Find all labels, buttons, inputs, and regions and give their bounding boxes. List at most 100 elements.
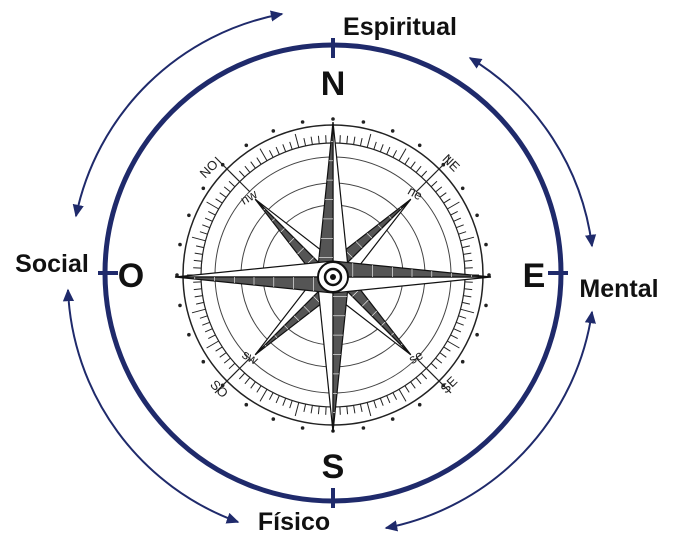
dimension-left: Social	[15, 250, 89, 278]
dial-tick	[269, 150, 273, 157]
dial-dot	[178, 304, 182, 308]
dial-tick	[205, 218, 212, 221]
dial-tick	[194, 289, 202, 290]
rose-point-n	[317, 122, 349, 277]
dial-tick	[463, 296, 471, 297]
dial-dot	[331, 117, 335, 121]
dial-dot	[202, 360, 206, 364]
dial-dot	[202, 187, 206, 191]
dial-tick	[447, 341, 459, 348]
dial-tick	[192, 237, 206, 241]
dial-tick	[257, 386, 261, 393]
label-nw-outer: NO	[197, 157, 221, 181]
dial-tick	[462, 302, 470, 304]
dial-tick	[440, 193, 447, 198]
label-ne-outer: NE	[439, 151, 463, 175]
dial-dot	[461, 187, 465, 191]
dial-tick	[311, 137, 312, 145]
dial-tick	[411, 162, 416, 169]
dial-tick	[456, 225, 464, 228]
label-nw-inner: nw	[238, 186, 260, 208]
dial-tick	[444, 347, 451, 351]
dial-dot	[272, 129, 276, 133]
dimension-bottom: Físico	[258, 508, 330, 536]
arrow-bottom-left	[68, 290, 238, 522]
dial-tick	[461, 309, 475, 313]
dial-tick	[444, 199, 451, 203]
dial-tick	[464, 289, 472, 290]
dial-tick	[347, 136, 348, 144]
dial-tick	[202, 225, 210, 228]
dial-tick	[295, 134, 299, 148]
cardinal-south: S	[322, 448, 345, 486]
dial-tick	[447, 202, 459, 209]
dial-dot	[301, 120, 305, 124]
dial-dot	[461, 360, 465, 364]
dimension-right: Mental	[579, 275, 658, 303]
dial-dot	[245, 144, 249, 148]
dial-tick	[456, 322, 464, 325]
dial-tick	[347, 406, 348, 414]
dial-dot	[391, 129, 395, 133]
dial-tick	[251, 382, 256, 389]
dial-tick	[393, 393, 397, 400]
dial-tick	[374, 401, 377, 409]
dial-tick	[295, 403, 299, 417]
dial-tick	[354, 405, 355, 413]
rose-point-s	[317, 277, 349, 432]
dial-tick	[194, 260, 202, 261]
dial-tick	[283, 398, 286, 406]
dial-dot	[272, 417, 276, 421]
dial-tick	[451, 335, 458, 339]
dial-tick	[192, 309, 206, 313]
dial-tick	[462, 246, 470, 248]
cardinal-west: O	[118, 257, 144, 295]
dial-tick	[454, 329, 461, 332]
dial-tick	[360, 138, 362, 146]
dial-dot	[187, 214, 191, 218]
dial-tick	[269, 393, 273, 400]
dial-tick	[393, 150, 397, 157]
dial-tick	[451, 211, 458, 215]
dial-tick	[459, 232, 467, 235]
rose-hub-center	[330, 274, 336, 280]
dial-dot	[475, 214, 479, 218]
label-se-outer: SE	[437, 373, 460, 396]
dial-tick	[318, 406, 319, 414]
dial-dot	[301, 426, 305, 430]
dial-tick	[421, 171, 426, 177]
dial-tick	[454, 218, 461, 221]
arrow-top-left	[76, 14, 282, 216]
dial-tick	[208, 335, 215, 339]
dial-tick	[260, 149, 267, 161]
dial-tick	[380, 398, 383, 406]
dial-tick	[220, 353, 227, 358]
dial-dot	[475, 333, 479, 337]
dimension-top: Espiritual	[343, 13, 457, 41]
dial-tick	[405, 158, 409, 165]
dial-tick	[354, 137, 355, 145]
dial-tick	[436, 358, 442, 363]
dial-dot	[391, 417, 395, 421]
dial-tick	[220, 193, 227, 198]
arrow-top-right	[470, 58, 592, 246]
dial-tick	[399, 389, 406, 401]
dial-tick	[200, 232, 208, 235]
dial-tick	[416, 378, 421, 384]
dial-tick	[200, 316, 208, 319]
dial-tick	[387, 147, 390, 154]
dial-tick	[360, 404, 362, 412]
dial-tick	[387, 396, 390, 403]
dial-tick	[290, 401, 293, 409]
dial-tick	[195, 253, 203, 254]
dial-tick	[239, 171, 244, 177]
dial-tick	[459, 316, 467, 319]
dial-dot	[418, 403, 422, 407]
dial-tick	[216, 347, 223, 351]
dial-tick	[367, 403, 371, 417]
dial-tick	[304, 404, 306, 412]
dial-tick	[196, 246, 204, 248]
dial-tick	[374, 142, 377, 150]
dial-tick	[257, 158, 261, 165]
dial-tick	[290, 142, 293, 150]
